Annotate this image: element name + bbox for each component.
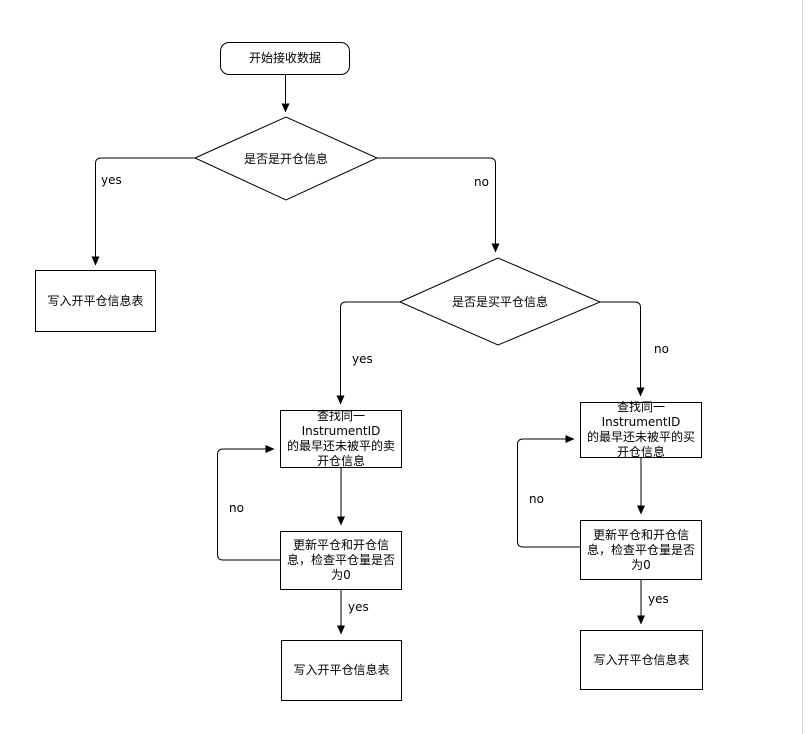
- find-buy-open-label: 查找同一InstrumentID 的最早还未被平的买 开仓信息: [586, 400, 695, 459]
- edge-decision-buy-close-yes: [336, 301, 400, 405]
- find-sell-open-label: 查找同一InstrumentID 的最早还未被平的卖 开仓信息: [286, 409, 395, 468]
- update-check-left-label: 更新平仓和开仓信 息，检查平仓量是否 为0: [286, 538, 395, 582]
- edge-label-loop-left-no: no: [228, 501, 245, 515]
- edge-decision-open-no: [377, 157, 500, 253]
- write-open-close-table-bottom-left-node[interactable]: 写入开平仓信息表: [281, 640, 402, 701]
- edge-decision-open-yes: [91, 157, 195, 266]
- edge-label-buy-close-no: no: [653, 342, 670, 356]
- edge-label-zero-qty-left-yes: yes: [347, 600, 370, 614]
- canvas-edge-divider: [802, 0, 803, 734]
- write-open-close-table-bottom-right-node[interactable]: 写入开平仓信息表: [580, 630, 703, 690]
- write-open-close-table-bottom-right-label: 写入开平仓信息表: [593, 652, 690, 667]
- edge-loop-left-no: [217, 445, 280, 561]
- edge-label-open-no: no: [473, 175, 490, 189]
- edge-label-zero-qty-right-yes: yes: [647, 592, 670, 606]
- edge-label-loop-right-no: no: [528, 492, 545, 506]
- start-node-label: 开始接收数据: [248, 51, 321, 65]
- decision-open-position-shape[interactable]: [193, 116, 379, 201]
- find-buy-open-node[interactable]: 查找同一InstrumentID 的最早还未被平的买 开仓信息: [580, 400, 702, 459]
- edge-loop-right-no: [517, 435, 580, 548]
- edge-decision-buy-close-no: [600, 301, 645, 397]
- start-node[interactable]: 开始接收数据: [220, 42, 350, 75]
- find-sell-open-node[interactable]: 查找同一InstrumentID 的最早还未被平的卖 开仓信息: [280, 409, 402, 468]
- edge-label-buy-close-yes: yes: [351, 352, 374, 366]
- write-open-close-table-left-node[interactable]: 写入开平仓信息表: [35, 270, 156, 332]
- edge-label-open-yes: yes: [100, 173, 123, 187]
- update-check-right-label: 更新平仓和开仓信 息，检查平仓量是否 为0: [586, 527, 695, 572]
- update-check-left-node[interactable]: 更新平仓和开仓信 息，检查平仓量是否 为0: [280, 531, 402, 590]
- update-check-right-node[interactable]: 更新平仓和开仓信 息，检查平仓量是否 为0: [580, 520, 702, 580]
- decision-buy-close-shape[interactable]: [398, 257, 602, 346]
- write-open-close-table-left-label: 写入开平仓信息表: [47, 293, 144, 308]
- write-open-close-table-bottom-left-label: 写入开平仓信息表: [293, 663, 390, 677]
